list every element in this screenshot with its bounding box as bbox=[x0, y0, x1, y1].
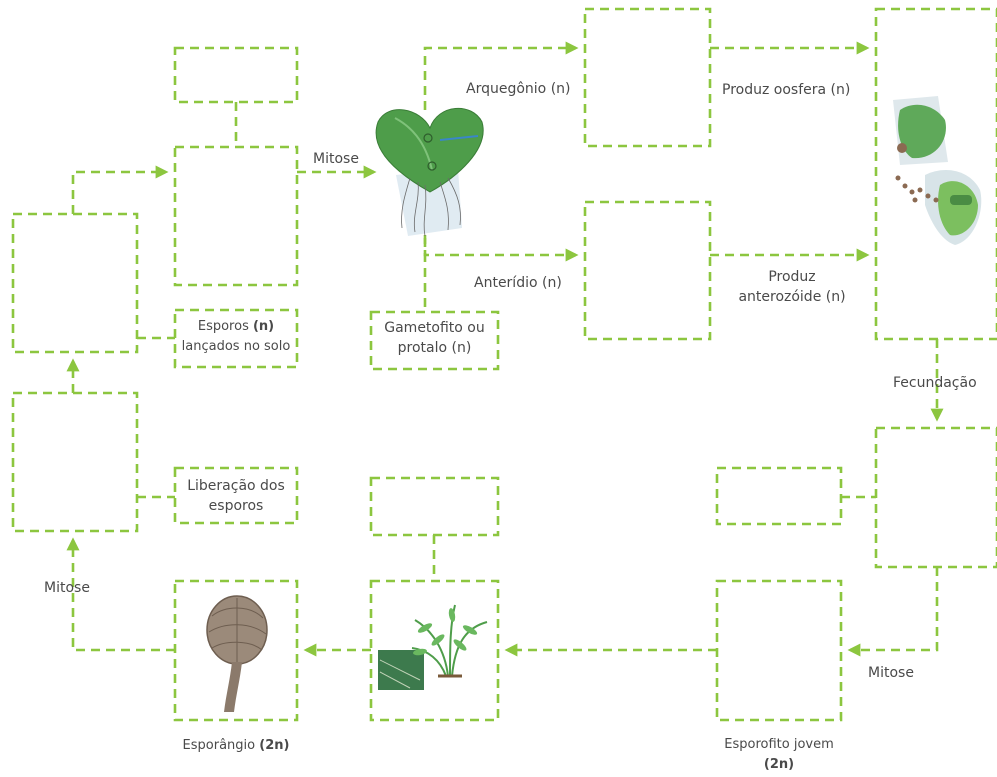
label-liberacao-line1: Liberação dos bbox=[187, 478, 285, 494]
box-small-right bbox=[715, 466, 843, 526]
label-mitose-right: Mitose bbox=[868, 665, 914, 681]
label-esporangio: Esporângio (2n) bbox=[175, 736, 297, 756]
label-esporofito: Esporofito jovem (2n) bbox=[712, 735, 846, 775]
label-produz-anterozoide: Produz anterozóide (n) bbox=[722, 267, 862, 307]
arrow-anteridio bbox=[423, 235, 579, 262]
box-top-middle bbox=[173, 145, 299, 287]
box-arquegonio-right bbox=[583, 7, 712, 148]
fertilization-illustration bbox=[893, 96, 982, 245]
label-produz-oosfera: Produz oosfera (n) bbox=[722, 82, 851, 98]
arrow-mitose-left bbox=[66, 537, 175, 652]
box-esporos bbox=[173, 308, 299, 369]
prothallus-illustration bbox=[375, 108, 484, 237]
arrow-mitose-right bbox=[847, 567, 939, 657]
label-fecundacao: Fecundação bbox=[893, 375, 977, 391]
label-gametofito-line2: protalo (n) bbox=[397, 340, 472, 356]
label-anteridio: Anterídio (n) bbox=[474, 275, 562, 291]
arrow-arquegonio bbox=[423, 41, 579, 110]
box-liberacao bbox=[173, 466, 299, 525]
box-left-upper bbox=[11, 212, 139, 354]
arrow-left-to-top bbox=[71, 165, 169, 214]
box-anteridio-right bbox=[583, 200, 712, 341]
label-gametofito: Gametofito ou protalo (n) bbox=[371, 318, 498, 358]
box-esporofito bbox=[715, 579, 843, 722]
label-mitose-top: Mitose bbox=[313, 151, 359, 167]
label-esporos-line2: lançados no solo bbox=[181, 339, 291, 354]
label-esporos-line1b: (n) bbox=[252, 319, 275, 334]
label-esporos-line1a: Esporos bbox=[197, 319, 253, 334]
sporangium-illustration bbox=[206, 595, 268, 712]
fern-illustration bbox=[378, 604, 488, 690]
box-left-lower bbox=[11, 391, 139, 533]
label-produz-anterozoide-line2: anterozóide (n) bbox=[738, 289, 846, 305]
box-top-fern bbox=[369, 476, 500, 537]
label-esporofito-line1: Esporofito jovem bbox=[724, 737, 834, 752]
label-gametofito-line1: Gametofito ou bbox=[384, 320, 485, 336]
box-zygote bbox=[874, 426, 997, 569]
label-esporangio-b: (2n) bbox=[259, 738, 290, 753]
box-top-small bbox=[173, 46, 299, 104]
box-gametofito bbox=[369, 310, 500, 371]
label-produz-anterozoide-line1: Produz bbox=[768, 269, 816, 285]
label-esporos: Esporos (n) lançados no solo bbox=[175, 317, 297, 357]
label-esporangio-a: Esporângio bbox=[182, 738, 260, 753]
label-esporofito-line2: (2n) bbox=[763, 757, 795, 772]
label-liberacao: Liberação dos esporos bbox=[175, 476, 297, 516]
label-arquegonio: Arquegônio (n) bbox=[466, 81, 571, 97]
label-mitose-left: Mitose bbox=[44, 580, 90, 596]
label-liberacao-line2: esporos bbox=[208, 498, 264, 514]
